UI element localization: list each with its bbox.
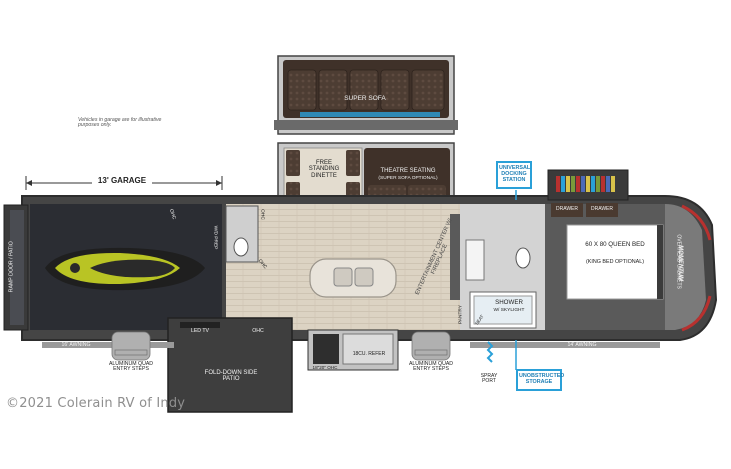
label-refer: 18CU. REFER bbox=[352, 351, 386, 357]
label-shower: SHOWER bbox=[495, 299, 523, 306]
garage-note: Vehicles in garage are for illustrative … bbox=[78, 117, 162, 129]
fold-down-patio bbox=[167, 317, 293, 413]
garage-dimension: 13' GARAGE bbox=[92, 176, 152, 186]
label-oven: 18"20" OHC bbox=[312, 365, 338, 370]
label-drawer-2: DRAWER bbox=[590, 206, 614, 212]
label-ohc-bath: OHC bbox=[259, 209, 265, 220]
label-super-sofa: SUPER SOFA bbox=[344, 95, 386, 102]
label-shower-sub: w/ SKYLIGHT bbox=[493, 308, 525, 313]
label-theatre: THEATRE SEATING bbox=[380, 168, 436, 174]
label-theatre-sub: (SUPER SOFA OPTIONAL) bbox=[378, 176, 438, 181]
super-sofa-slideout bbox=[274, 55, 458, 135]
label-awning-right: 14' AWNING bbox=[567, 342, 597, 348]
label-queen-bed: 60 x 80 QUEEN BED bbox=[585, 241, 645, 248]
callout-docking-station: UNIVERSAL DOCKING STATION bbox=[496, 161, 532, 189]
label-steps-left: ALUMINUM QUAD ENTRY STEPS bbox=[108, 361, 154, 373]
label-wd-prep: W/D PREP bbox=[212, 225, 218, 250]
brand-logo: MOMENTUM bbox=[677, 245, 684, 282]
jetski-illustration bbox=[45, 247, 205, 291]
label-fold-down-patio: FOLD-DOWN SIDE PATIO bbox=[204, 370, 258, 383]
label-awning-left: 16' AWNING bbox=[61, 342, 91, 348]
callout-unobstructed-storage: UNOBSTRUCTED STORAGE bbox=[516, 369, 564, 391]
label-ohc-patio: OHC bbox=[252, 328, 264, 334]
label-steps-right: ALUMINUM QUAD ENTRY STEPS bbox=[408, 361, 454, 373]
label-ramp-door: RAMP DOOR / PATIO bbox=[8, 241, 15, 293]
label-dinette: FREE STANDING DINETTE bbox=[308, 160, 340, 179]
watermark: ©2021 Colerain RV of Indy bbox=[6, 396, 186, 411]
label-spray-port: SPRAY PORT bbox=[480, 373, 498, 385]
kitchen-island bbox=[309, 258, 397, 298]
label-pantry: PANTRY bbox=[458, 305, 464, 325]
label-drawer-1: DRAWER bbox=[555, 206, 579, 212]
label-led-tv: LED TV bbox=[190, 328, 210, 334]
label-bed-sub: (KING BED OPTIONAL) bbox=[585, 259, 645, 265]
